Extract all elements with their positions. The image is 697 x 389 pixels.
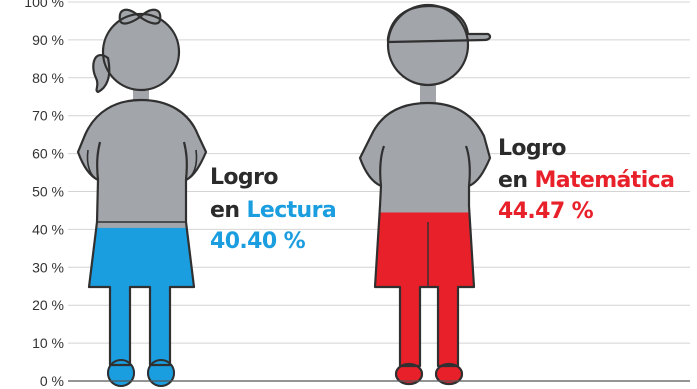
lectura-label-value: 40.40 % (210, 229, 306, 254)
y-tick-label: 60 % (32, 146, 64, 162)
y-tick-label: 80 % (32, 70, 64, 86)
matematica-label-line1: Logro (498, 136, 566, 161)
boy-outline (358, 3, 492, 386)
y-tick-label: 30 % (32, 259, 64, 275)
lectura-label-line2: en Lectura (210, 198, 336, 223)
y-tick-label: 20 % (32, 297, 64, 313)
matematica-label-prefix: en (498, 168, 534, 193)
lectura-label-prefix: en (210, 198, 246, 223)
lectura-label-subject: Lectura (246, 198, 336, 223)
y-tick-label: 40 % (32, 221, 64, 237)
lectura-label-line1: Logro (210, 165, 278, 190)
y-axis-tick-labels: 0 % 10 % 20 % 30 % 40 % 50 % 60 % 70 % 80 % 90 % 1… (24, 0, 64, 389)
girl-gray-body (78, 9, 206, 387)
matematica-fill-bar (360, 212, 491, 385)
y-tick-label: 0 % (40, 373, 64, 389)
y-tick-label: 10 % (32, 335, 64, 351)
matematica-label-line2: en Matemática (498, 168, 674, 193)
girl-shoes (107, 359, 175, 387)
y-tick-label: 50 % (32, 184, 64, 200)
matematica-label-subject: Matemática (534, 168, 674, 193)
matematica-label-value: 44.47 % (498, 199, 594, 224)
y-tick-label: 90 % (32, 32, 64, 48)
y-tick-label: 70 % (32, 108, 64, 124)
matematica-label: Logro en Matemática 44.47 % (498, 136, 675, 224)
boy-gray-body (360, 5, 491, 385)
lectura-label: Logro en Lectura 40.40 % (210, 165, 337, 254)
boy-figure-matematica (358, 3, 492, 386)
lectura-fill-bar (78, 227, 206, 387)
girl-outline (76, 8, 208, 367)
girl-figure-lectura (76, 8, 208, 387)
y-tick-label: 100 % (24, 0, 64, 10)
